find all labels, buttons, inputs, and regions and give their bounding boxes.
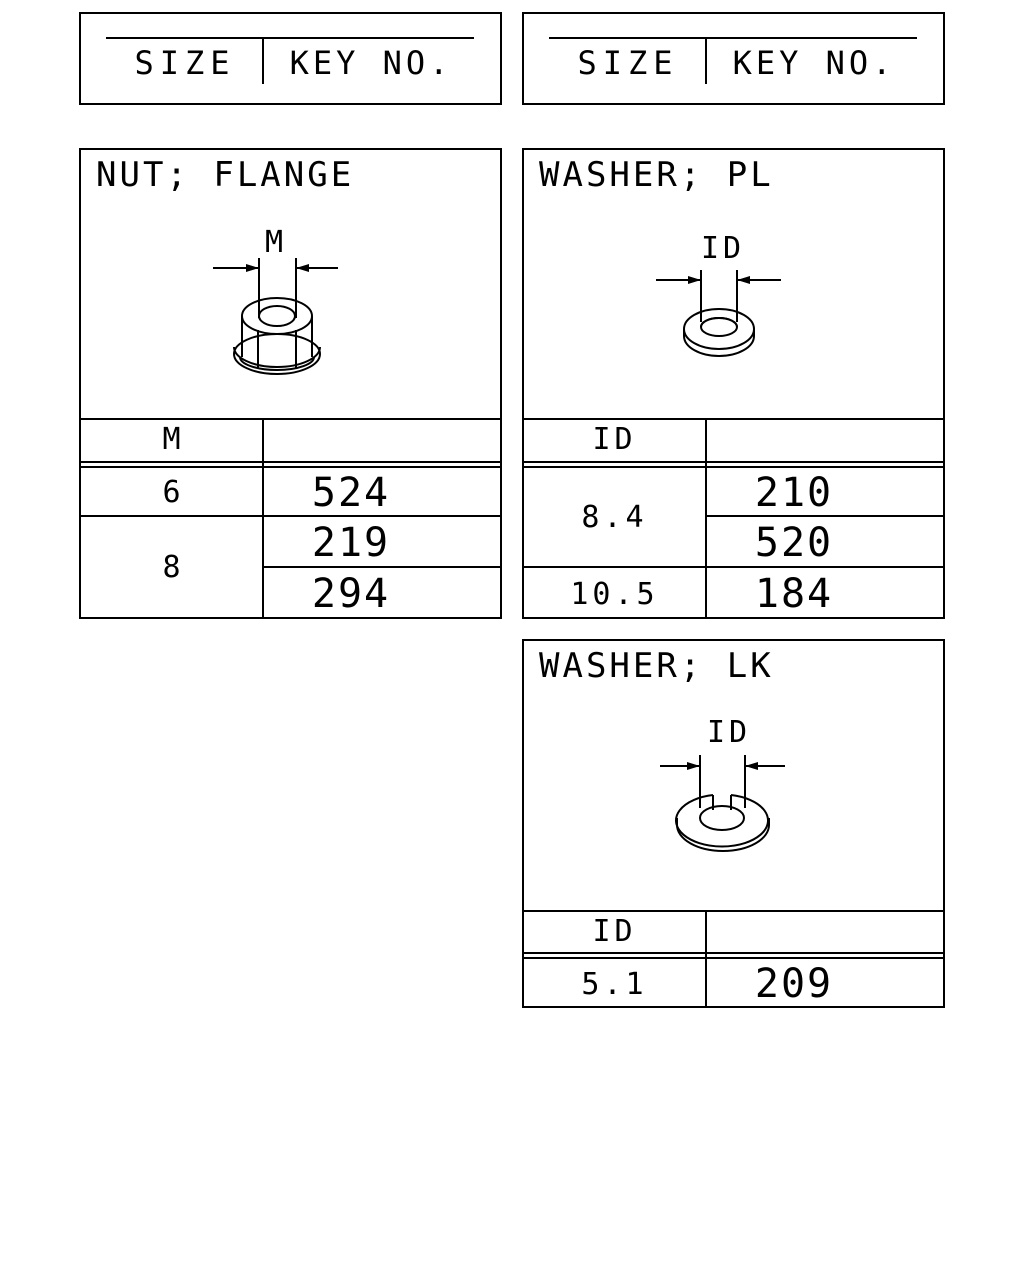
legend-rule <box>106 37 474 39</box>
key-number: 524 <box>311 470 391 516</box>
table-rule <box>80 466 501 468</box>
table-header-size: M <box>162 422 181 457</box>
key-number: 184 <box>754 571 834 617</box>
table-rule <box>523 418 944 420</box>
legend-box-right <box>522 12 945 105</box>
legend-rule <box>549 37 917 39</box>
size-cell: 6 <box>162 475 181 510</box>
key-number: 520 <box>754 520 834 566</box>
table-rule <box>523 957 944 959</box>
table-rule <box>706 515 944 517</box>
legend-divider <box>705 38 707 84</box>
table-rule <box>80 461 501 463</box>
table-rule <box>523 461 944 463</box>
legend-size-label: SIZE <box>134 44 236 82</box>
dimension-label: M <box>265 225 284 260</box>
panel-title: WASHER; LK <box>539 646 774 686</box>
nut-flange-panel <box>79 148 502 619</box>
size-cell: 5.1 <box>581 967 648 1002</box>
table-rule <box>80 515 501 517</box>
table-divider <box>705 911 707 1006</box>
table-header-size: ID <box>592 422 637 457</box>
size-cell: 8.4 <box>581 500 648 535</box>
panel-title: WASHER; PL <box>539 155 774 195</box>
legend-size-label: SIZE <box>577 44 679 82</box>
size-cell: 8 <box>162 550 181 585</box>
legend-divider <box>262 38 264 84</box>
table-rule <box>523 952 944 954</box>
table-header-size: ID <box>592 914 637 949</box>
key-number: 294 <box>311 571 391 617</box>
legend-key-label: KEY NO. <box>289 44 453 82</box>
table-rule <box>80 418 501 420</box>
table-rule <box>523 566 944 568</box>
legend-key-label: KEY NO. <box>732 44 896 82</box>
key-number: 219 <box>311 520 391 566</box>
washer-lk-panel <box>522 639 945 1008</box>
table-rule <box>523 466 944 468</box>
dimension-label: ID <box>701 231 746 266</box>
dimension-label: ID <box>707 715 752 750</box>
panel-title: NUT; FLANGE <box>96 155 355 195</box>
key-number: 209 <box>754 961 834 1007</box>
table-divider <box>262 419 264 617</box>
legend-box-left <box>79 12 502 105</box>
table-rule <box>263 566 501 568</box>
table-divider <box>705 419 707 617</box>
key-number: 210 <box>754 470 834 516</box>
size-cell: 10.5 <box>570 577 659 612</box>
table-rule <box>523 910 944 912</box>
washer-pl-panel <box>522 148 945 619</box>
